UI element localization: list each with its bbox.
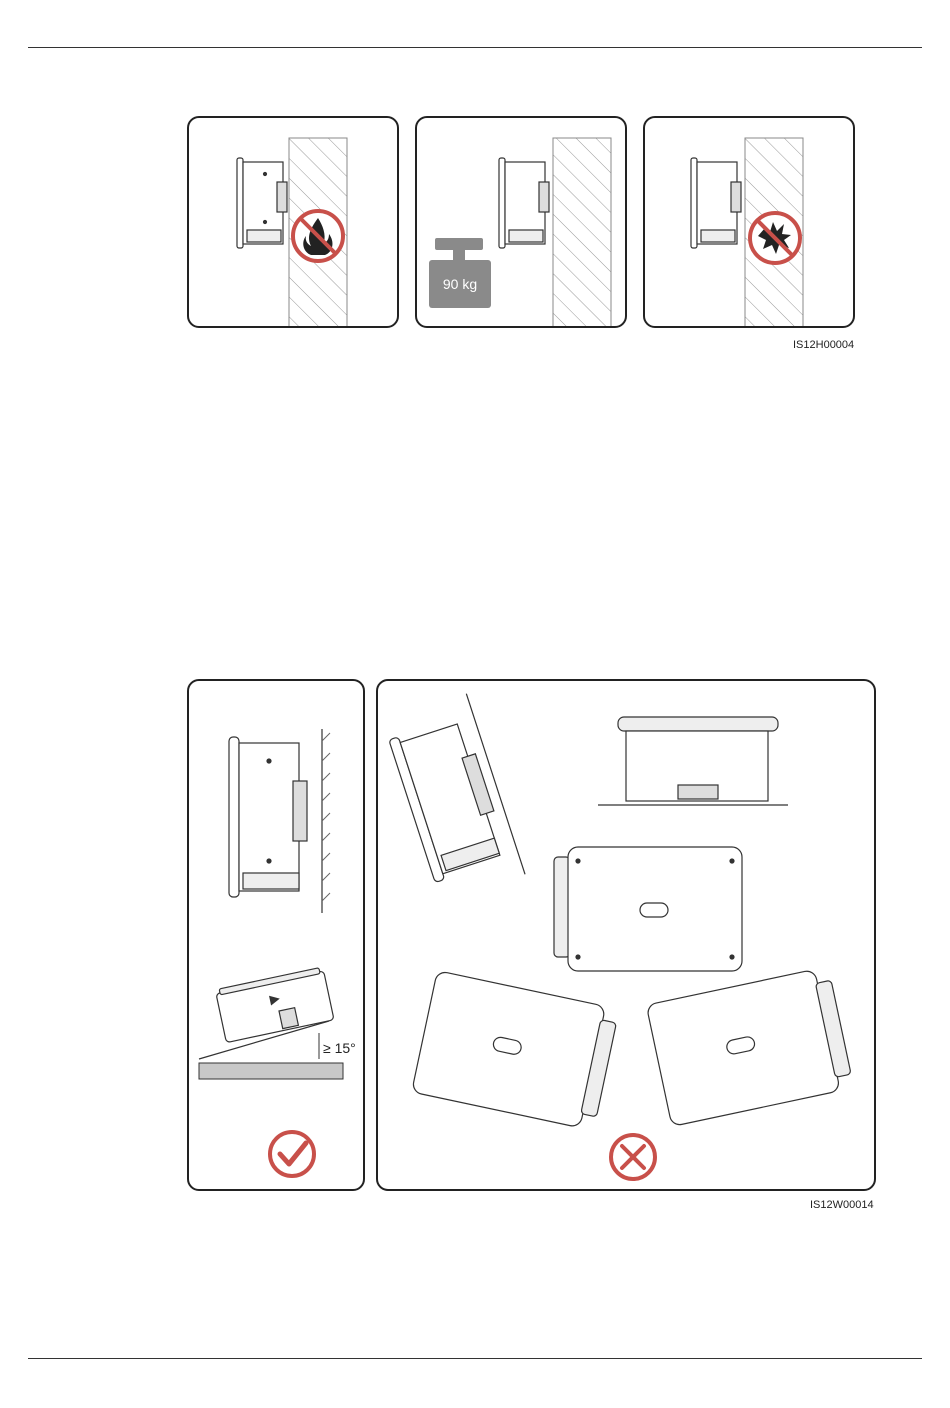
cross-icon	[611, 1135, 655, 1179]
header-rule	[28, 47, 922, 48]
inverter-upside-down	[554, 847, 742, 971]
inverter-side-view	[499, 158, 549, 248]
no-fire-icon	[293, 211, 343, 261]
panel-correct-installation: ≥ 15°	[187, 679, 365, 1191]
weight-label: 90 kg	[443, 276, 477, 292]
inverter-vertical	[229, 737, 307, 897]
footer-rule	[28, 1358, 922, 1359]
panel-no-explosive-wall	[643, 116, 855, 328]
no-explosive-icon	[750, 213, 800, 263]
inverter-flat-left	[412, 971, 620, 1131]
panel-weight-bearing-wall: 90 kg	[415, 116, 627, 328]
panel-no-flammable-wall	[187, 116, 399, 328]
weight-icon: 90 kg	[429, 238, 491, 308]
inverter-side-view	[691, 158, 741, 248]
check-icon	[270, 1132, 314, 1176]
inverter-horizontal-upward	[598, 717, 788, 805]
inverter-side-view	[237, 158, 287, 248]
figure-id: IS12H00004	[793, 339, 854, 351]
inverter-tilted-forward	[383, 694, 525, 902]
inverter-tilted	[215, 967, 334, 1043]
inverter-flat-right	[646, 966, 854, 1126]
figure-id: IS12W00014	[810, 1199, 874, 1211]
angle-label: ≥ 15°	[323, 1040, 356, 1056]
panel-incorrect-installation	[376, 679, 876, 1191]
